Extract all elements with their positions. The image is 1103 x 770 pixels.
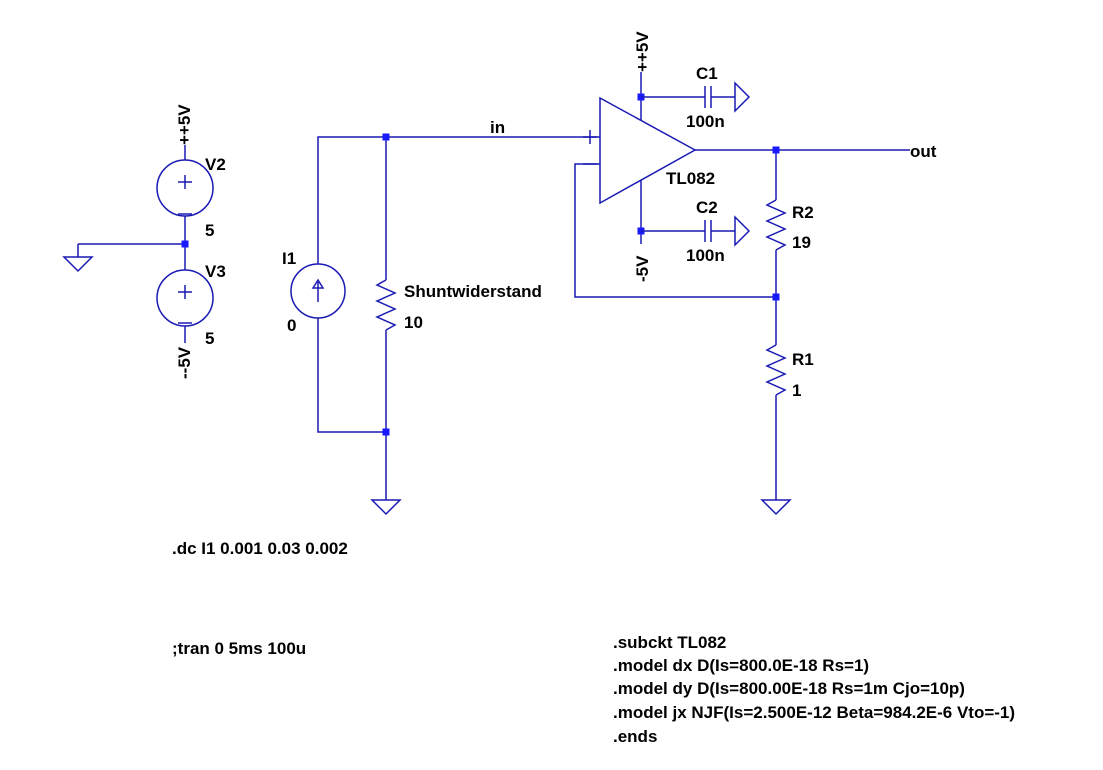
r1-zigzag [765,344,787,396]
net-label-vpos-opamp: ++5V [633,31,652,72]
opamp-triangle [599,96,697,205]
v2-name-label: V2 [205,155,226,174]
opamp-name-label: TL082 [666,169,715,188]
ground-symbol-output [760,499,792,516]
ground-symbol-input [370,499,402,516]
v2-value-label: 5 [205,221,214,240]
c2-name-label: C2 [696,198,718,217]
i1-value-label: 0 [287,316,296,335]
junction-v2-v3 [181,240,189,248]
supply-section: V2 5 V3 5 ++5V --5V [62,104,226,379]
r1-value-label: 1 [792,381,801,400]
net-label-vneg-supply: --5V [175,346,194,379]
wire-i1-bottom [317,318,386,433]
net-label-vneg-opamp: -5V [633,255,652,282]
junction-out [772,146,780,154]
i1-name-label: I1 [282,249,296,268]
subckt-line: .ends [613,727,657,746]
net-label-vpos-supply: ++5V [175,104,194,145]
r2-name-label: R2 [792,203,814,222]
shunt-value-label: 10 [404,313,423,332]
c1-name-label: C1 [696,64,718,83]
v3-plus-icon [178,285,192,299]
r1-name-label: R1 [792,350,814,369]
junction-in-bottom [382,428,390,436]
wire-feedback [574,163,776,298]
capacitor-c2[interactable] [641,215,751,247]
v2-plus-icon [178,175,192,189]
ground-symbol-c2 [734,215,751,247]
voltage-source-v3[interactable] [156,269,214,327]
r2-zigzag [765,199,787,251]
capacitor-c1[interactable] [641,81,751,113]
opamp-section: TL082 ++5V -5V C1 100n C2 100n [583,31,751,282]
v3-value-label: 5 [205,329,214,348]
v3-body [156,269,214,327]
junction-feedback [772,293,780,301]
v3-name-label: V3 [205,262,226,281]
directive-dc[interactable]: .dc I1 0.001 0.03 0.002 [172,539,348,558]
shunt-name-label: Shuntwiderstand [404,282,542,301]
spice-directives: .dc I1 0.001 0.03 0.002 ;tran 0 5ms 100u… [172,539,1015,746]
shunt-zigzag [375,279,397,331]
wire-gnd-left [77,243,185,257]
input-section: in I1 0 Shuntwiderstand 10 [282,118,600,516]
subckt-line: .model dx D(Is=800.0E-18 Rs=1) [613,656,869,675]
net-label-in: in [490,118,505,137]
directive-tran[interactable]: ;tran 0 5ms 100u [172,639,306,658]
r2-value-label: 19 [792,233,811,252]
resistor-r2[interactable] [765,199,787,251]
v2-body [156,159,214,217]
junction-in-top [382,133,390,141]
output-section: out R2 19 R1 1 [574,142,937,516]
c1-plates [704,86,712,108]
resistor-shunt[interactable] [375,279,397,331]
subckt-line: .model dy D(Is=800.00E-18 Rs=1m Cjo=10p) [613,679,965,698]
i1-body [290,263,346,319]
c2-value-label: 100n [686,246,725,265]
ground-symbol-c1 [734,81,751,113]
i1-arrow-up-icon [311,278,325,302]
ground-symbol-supply [62,256,94,273]
wire-in-net [317,136,600,264]
current-source-i1[interactable] [290,263,346,319]
c1-value-label: 100n [686,112,725,131]
subckt-line: .subckt TL082 [613,633,726,652]
resistor-r1[interactable] [765,344,787,396]
c2-plates [704,220,712,242]
voltage-source-v2[interactable] [156,159,214,217]
opamp-plus-icon [583,130,597,144]
net-label-out: out [910,142,937,161]
directive-subckt-block[interactable]: .subckt TL082 .model dx D(Is=800.0E-18 R… [613,633,1015,746]
subckt-line: .model jx NJF(Is=2.500E-12 Beta=984.2E-6… [613,703,1015,722]
